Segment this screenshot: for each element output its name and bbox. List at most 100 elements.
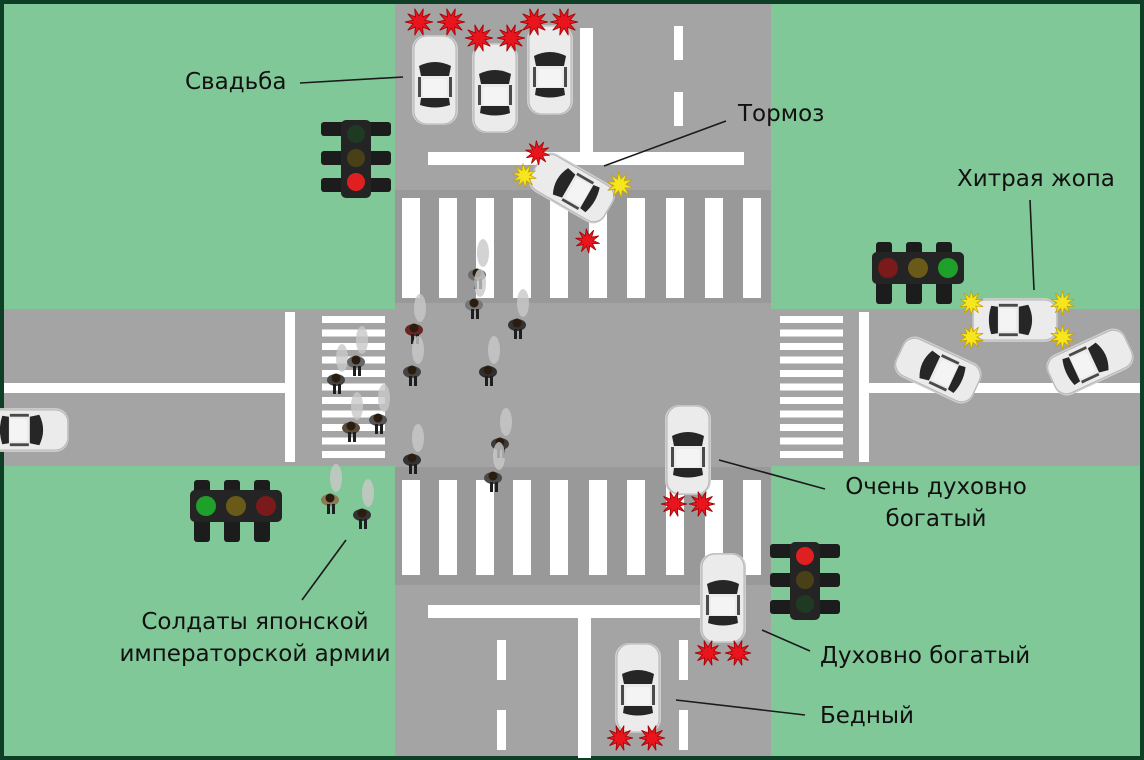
pedestrian-leg <box>338 384 341 394</box>
crosswalk-stripe <box>780 424 843 431</box>
pedestrian-leg <box>332 504 335 514</box>
pedestrian-leg <box>490 376 493 386</box>
lamp-red <box>796 547 814 565</box>
crosswalk-stripe <box>513 198 531 298</box>
side-window <box>737 595 740 615</box>
traffic-light-northwest <box>321 120 391 198</box>
windshield <box>707 580 739 594</box>
pedestrian-leg <box>364 519 367 529</box>
side-window <box>9 413 29 417</box>
label-very-spiritually-rich: Очень духовно богатый <box>832 471 1040 535</box>
red-starburst-icon <box>525 140 550 166</box>
rear-window <box>673 468 703 478</box>
label-poor: Бедный <box>820 703 914 729</box>
pedestrian-leg <box>476 309 479 319</box>
pedestrian-leg <box>327 504 330 514</box>
side-window <box>561 198 580 211</box>
rear-window <box>0 415 9 445</box>
leader-wedding <box>299 76 404 84</box>
lane-dash <box>679 710 688 750</box>
pedestrian-leg <box>348 432 351 442</box>
pedestrian <box>321 464 342 514</box>
pedestrian-shadow <box>493 442 505 470</box>
pedestrian <box>403 424 424 474</box>
pedestrian-shadow <box>336 344 348 372</box>
pedestrian-leg <box>514 329 517 339</box>
label-wedding: Свадьба <box>185 69 287 95</box>
car-roof <box>711 597 735 615</box>
side-window <box>533 67 536 87</box>
pedestrian <box>327 344 348 394</box>
red-starburst-icon <box>694 640 722 666</box>
crosswalk-stripe <box>402 198 420 298</box>
car-roof <box>9 418 27 442</box>
stop-line-west <box>285 312 295 462</box>
pedestrian-leg <box>333 384 336 394</box>
windshield <box>919 350 941 381</box>
red-starburst-icon <box>549 8 579 36</box>
yellow-starburst-icon <box>959 290 984 316</box>
pedestrian-shadow <box>351 392 363 420</box>
side-window <box>998 333 1018 337</box>
pedestrian-shadow <box>412 424 424 452</box>
lamp-yellow <box>226 496 246 516</box>
rear-window <box>1062 357 1081 385</box>
side-window <box>621 685 624 705</box>
rear-window <box>947 365 966 393</box>
pedestrian-shadow <box>474 269 486 297</box>
crosswalk-stripe <box>322 329 385 337</box>
car-east-2 <box>1046 328 1134 396</box>
pedestrian-leg <box>375 424 378 434</box>
label-brake: Тормоз <box>738 101 825 127</box>
leader-poor <box>675 699 806 716</box>
pedestrian-head <box>351 355 361 365</box>
crosswalk-stripe <box>322 316 385 323</box>
rear-window <box>988 305 998 335</box>
pedestrian-leg <box>414 464 417 474</box>
leader-sly <box>1029 199 1035 291</box>
rear-window <box>708 616 738 626</box>
lamp-yellow <box>908 258 928 278</box>
pedestrian-leg <box>380 424 383 434</box>
lane-dash <box>674 26 683 60</box>
lane-dash <box>497 640 506 680</box>
red-starburst-icon <box>436 8 466 36</box>
crosswalk-stripe <box>666 198 684 298</box>
pedestrian-head <box>346 421 356 431</box>
side-window <box>671 447 674 467</box>
stop-line-east <box>859 312 869 462</box>
lane-dash <box>679 640 688 680</box>
traffic-light-southeast <box>770 542 840 620</box>
windshield <box>622 670 654 684</box>
pedestrian-shadow <box>500 408 512 436</box>
red-starburst-icon <box>404 8 434 36</box>
lamp-red <box>256 496 276 516</box>
center-line-south <box>578 612 591 758</box>
pedestrian-shadow <box>412 336 424 364</box>
lamp-green <box>347 125 365 143</box>
pedestrian-leg <box>519 329 522 339</box>
pedestrian-leg <box>414 376 417 386</box>
pedestrian-shadow <box>477 239 489 267</box>
crosswalk-stripe <box>780 356 843 364</box>
traffic-lights <box>190 120 964 620</box>
pedestrian <box>347 326 368 376</box>
pedestrian-leg <box>409 464 412 474</box>
crosswalk-stripe <box>780 437 843 445</box>
crosswalk-stripe <box>780 329 843 337</box>
car-roof <box>423 79 447 97</box>
crosswalk-stripe <box>589 480 607 575</box>
windshield <box>1018 304 1033 336</box>
red-starburst-icon <box>496 24 526 52</box>
pedestrian-head <box>357 508 367 518</box>
crosswalk-stripe <box>322 451 385 458</box>
pedestrian-head <box>488 471 498 481</box>
side-window <box>928 380 948 392</box>
pedestrian <box>465 269 486 319</box>
pedestrian-head <box>407 453 417 463</box>
crosswalk-stripe <box>705 198 723 298</box>
red-starburst-icon <box>519 8 549 36</box>
pedestrian <box>508 289 529 339</box>
windshield <box>552 168 576 198</box>
car-east-1 <box>894 336 982 404</box>
